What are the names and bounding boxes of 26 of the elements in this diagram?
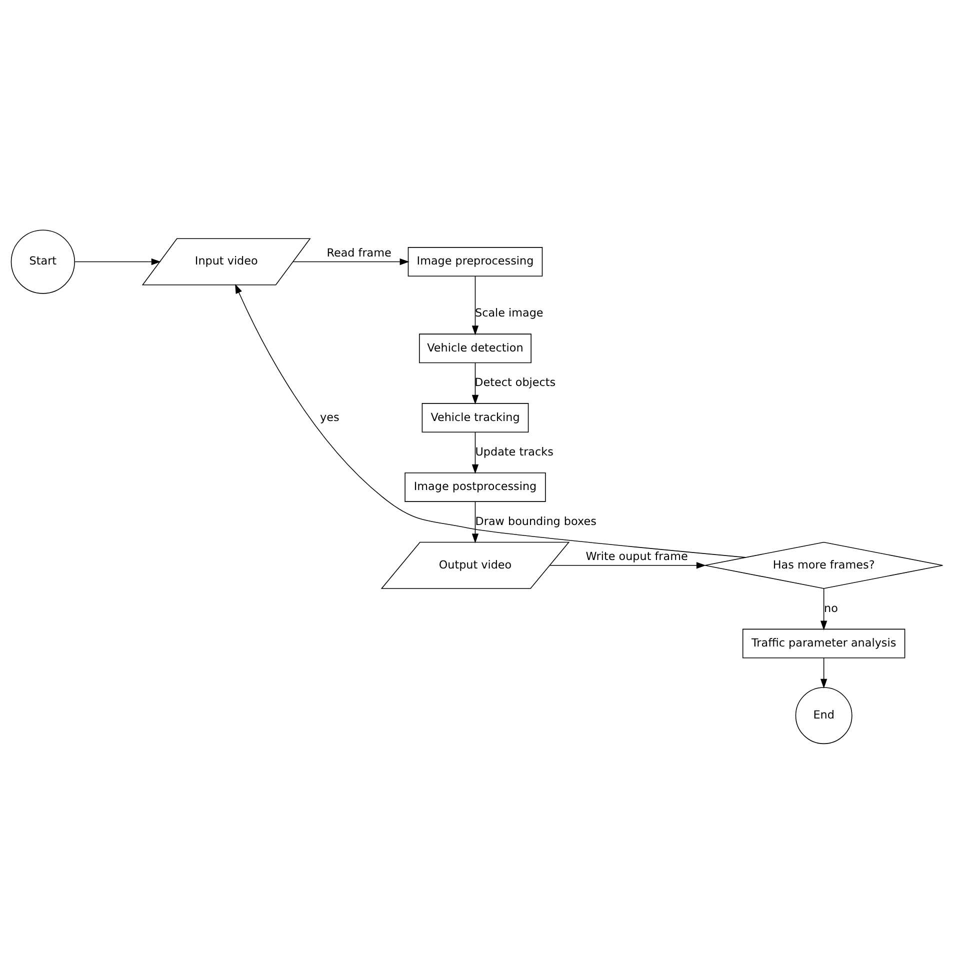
edge-label: Detect objects: [474, 376, 556, 389]
node-box: Vehicle tracking: [422, 402, 529, 432]
node-circle: Start: [10, 229, 75, 294]
arrow: [472, 500, 479, 543]
edge-label: Write ouput frame: [586, 549, 688, 562]
arrow: [292, 258, 410, 265]
edge-label: no: [824, 601, 838, 614]
edge-label: yes: [320, 410, 340, 424]
node-box: Image postprocessing: [404, 472, 546, 502]
node-circle: End: [795, 686, 852, 744]
edge-label: Scale image: [474, 306, 544, 320]
edge-label: Update tracks: [475, 444, 554, 458]
node-box: Traffic parameter analysis: [742, 628, 906, 658]
arrow: [472, 362, 479, 404]
edge-label: Draw bounding boxes: [475, 514, 596, 528]
arrow: [820, 588, 828, 630]
edge-label: Read frame: [326, 246, 392, 259]
node-diamond: Has more frames?: [704, 541, 944, 588]
arrow: [472, 275, 479, 335]
arrow: [472, 431, 479, 474]
arrow: [820, 657, 828, 688]
node-box: Vehicle detection: [419, 333, 532, 363]
node-box: Image preprocessing: [408, 246, 543, 276]
arrow: [74, 258, 161, 265]
arrow: [235, 283, 746, 558]
arrow: [549, 562, 706, 568]
